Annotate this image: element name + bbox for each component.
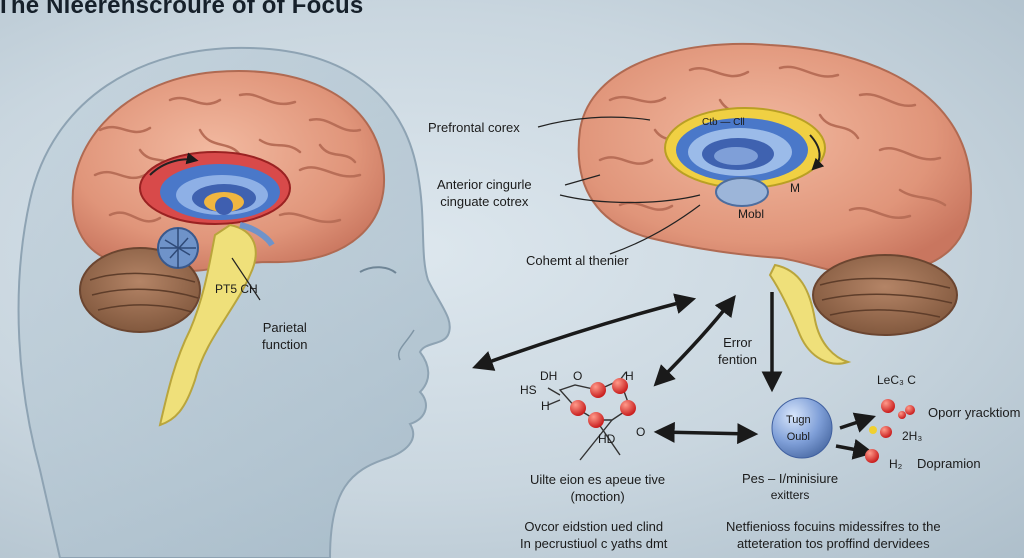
label-mobl: Mobl <box>738 207 765 221</box>
mol-o1: O <box>573 369 583 383</box>
label-2h3: 2H₃ <box>902 429 923 443</box>
label-opporr: Oporr yracktiom <box>928 405 1021 420</box>
leader-lines <box>231 116 701 301</box>
eye-outline <box>359 266 397 274</box>
mol-o3: O <box>636 425 646 439</box>
label-m: M <box>790 181 800 195</box>
diagram-title: The Nieerenscroure of of Focus <box>0 0 364 19</box>
mol-h: H <box>625 369 634 383</box>
label-cl: Ctb — Cll <box>702 117 745 128</box>
neurotransmitter-sphere <box>771 397 833 459</box>
nose-line <box>398 329 415 361</box>
label-ultie: Uilte eion es apeue tive(moction) <box>530 472 666 504</box>
right-brain <box>577 42 973 365</box>
particles <box>865 399 915 463</box>
mol-hd: HD <box>598 432 616 446</box>
molecule-structure <box>547 371 636 461</box>
label-lec: LeC₃ C <box>877 373 916 387</box>
label-cohemental: Cohemt al thenier <box>526 253 629 268</box>
mol-h1: H <box>541 399 550 413</box>
mol-hs: HS <box>520 383 537 397</box>
label-prefrontal: Prefrontal corex <box>428 120 520 135</box>
label-h2: H₂ <box>889 457 903 471</box>
flow-arrows <box>472 292 876 460</box>
label-dopramion: Dopramion <box>917 456 981 471</box>
mol-dh: DH <box>540 369 558 383</box>
label-pt5-ch: PT5 CH <box>215 282 258 296</box>
left-brain <box>71 70 385 427</box>
